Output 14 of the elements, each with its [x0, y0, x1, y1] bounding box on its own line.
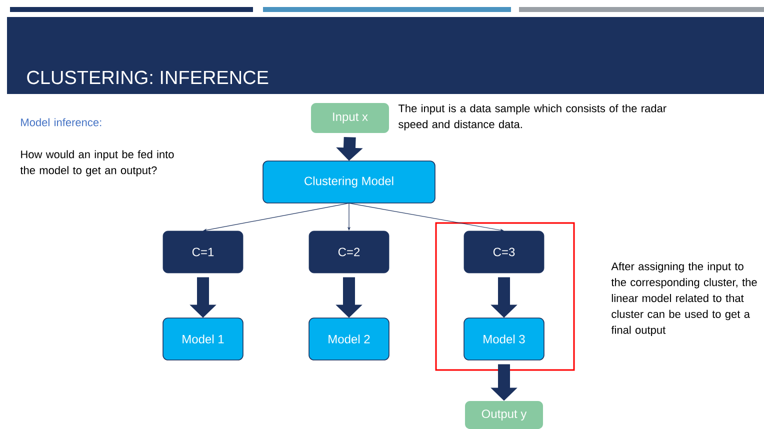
- model-box: Model 2: [308, 318, 390, 360]
- model-box: Clustering Model: [262, 160, 436, 204]
- question-text: How would an input be fed into the model to get an output?: [20, 150, 174, 176]
- section-heading: Model inference:: [21, 118, 102, 126]
- cluster-box: C=3: [464, 230, 544, 274]
- terminal-box: Input x: [311, 103, 389, 133]
- terminal-box: Output y: [465, 401, 543, 429]
- note-text: After assigning the input to the corresponding cluster, the linear model related to that cluster can be used to get a final output: [611, 262, 757, 336]
- model-box: Model 1: [162, 318, 244, 360]
- cluster-box: C=1: [162, 230, 244, 274]
- cluster-box: C=2: [308, 230, 390, 274]
- title-banner: CLUSTERING: INFERENCE: [7, 17, 764, 94]
- note-text: The input is a data sample which consists of the radar speed and distance data.: [398, 104, 666, 130]
- model-box: Model 3: [464, 318, 544, 360]
